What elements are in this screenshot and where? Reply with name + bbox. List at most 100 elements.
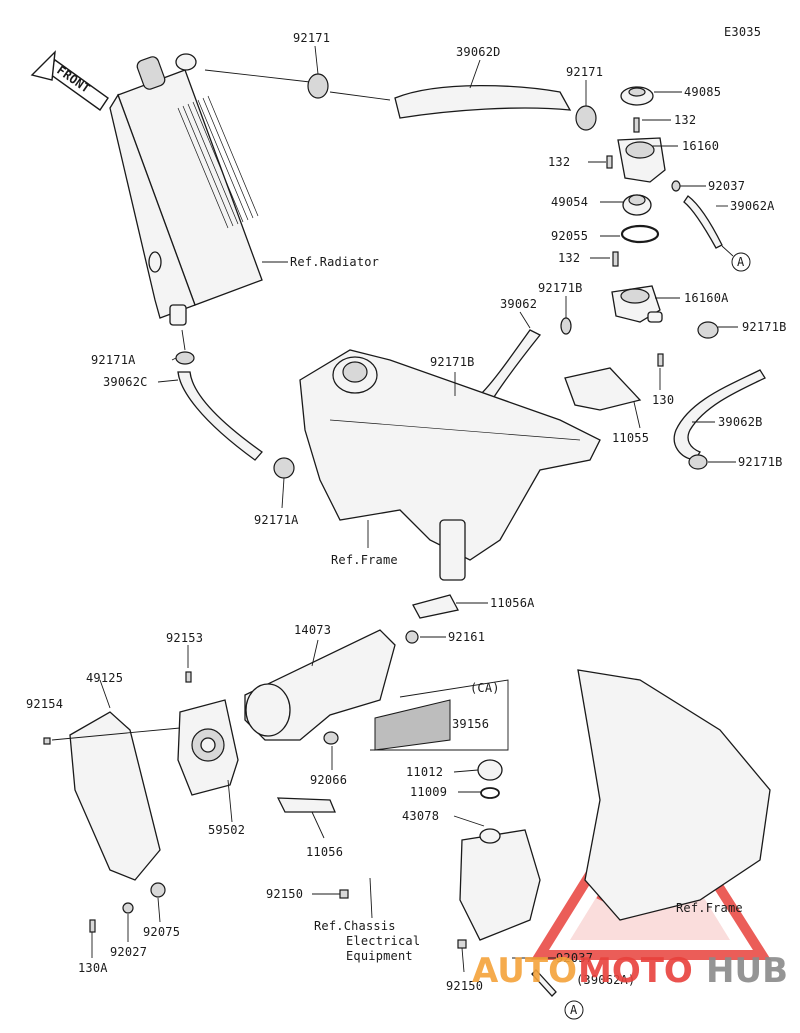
callout-a-top xyxy=(731,252,751,272)
label-39062A: 39062A xyxy=(730,199,775,213)
label-92075: 92075 xyxy=(143,925,180,939)
clamp-92171-right xyxy=(575,105,597,131)
label-11012: 11012 xyxy=(406,765,443,779)
label-49085: 49085 xyxy=(684,85,721,99)
label-ref-frame-b: Ref.Frame xyxy=(676,901,743,915)
bracket-11056 xyxy=(276,797,336,813)
washer-92027 xyxy=(122,902,134,914)
watermark-moto: MOTO xyxy=(578,951,693,991)
label-92066: 92066 xyxy=(310,773,347,787)
label-ref-frame-a: Ref.Frame xyxy=(331,553,398,567)
label-59502: 59502 xyxy=(208,823,245,837)
bolt-130 xyxy=(657,353,664,367)
clamp-92171A-b xyxy=(273,457,295,479)
label-39062C: 39062C xyxy=(103,375,148,389)
label-39062D: 39062D xyxy=(456,45,501,59)
label-92171A-b: 92171A xyxy=(254,513,299,527)
label-92037-b: 92037 xyxy=(556,951,593,965)
label-132-b: 132 xyxy=(548,155,570,169)
label-11056A: 11056A xyxy=(490,596,535,610)
hose-39062A xyxy=(683,195,723,249)
clamp-92171B-a xyxy=(560,317,572,335)
clamp-92171B-d xyxy=(688,454,708,470)
label-39062: 39062 xyxy=(500,297,537,311)
radiator xyxy=(109,53,263,326)
label-14073: 14073 xyxy=(294,623,331,637)
thermostat-housing-lower xyxy=(611,251,663,323)
watermark-auto: AUTO xyxy=(472,951,577,991)
thermostat-housing xyxy=(606,117,681,192)
grommet-92161 xyxy=(405,630,419,644)
label-92171B-d: 92171B xyxy=(738,455,783,469)
label-11009: 11009 xyxy=(410,785,447,799)
label-92171-right: 92171 xyxy=(566,65,603,79)
reservoir-cap-11012 xyxy=(477,759,503,781)
clamp-92171B-c xyxy=(697,321,719,339)
label-11056: 11056 xyxy=(306,845,343,859)
label-132-c: 132 xyxy=(558,251,580,265)
front-arrow: FRONT xyxy=(30,50,109,111)
label-130A: 130A xyxy=(78,961,108,975)
watermark-hub: HUB xyxy=(706,951,788,991)
radiator-cap xyxy=(620,86,654,106)
label-39156: 39156 xyxy=(452,717,489,731)
clamp-92171A-a xyxy=(175,351,195,365)
reservoir-43078 xyxy=(459,828,541,941)
callout-a-bottom xyxy=(564,1000,584,1020)
label-92037: 92037 xyxy=(708,179,745,193)
label-11055: 11055 xyxy=(612,431,649,445)
label-132-a: 132 xyxy=(674,113,696,127)
label-92150-b: 92150 xyxy=(446,979,483,993)
watermark-text: AUTO MOTO HUB xyxy=(472,951,788,991)
fan-housing-59502 xyxy=(177,699,239,796)
label-92171A-a: 92171A xyxy=(91,353,136,367)
label-ref-radiator: Ref.Radiator xyxy=(290,255,379,269)
hose-39062A-lower xyxy=(531,969,557,997)
ca-label-box xyxy=(370,679,509,751)
bolt-92150-a xyxy=(339,889,349,899)
thermostat xyxy=(622,194,652,216)
label-92153: 92153 xyxy=(166,631,203,645)
label-39062A-b: (39062A) xyxy=(576,973,635,987)
gasket-11009 xyxy=(480,787,500,799)
label-92171B-b: 92171B xyxy=(430,355,475,369)
label-16160A: 16160A xyxy=(684,291,729,305)
label-ca: (CA) xyxy=(470,681,500,695)
label-92027: 92027 xyxy=(110,945,147,959)
label-92161: 92161 xyxy=(448,630,485,644)
bracket-11055 xyxy=(564,367,642,411)
callout-a-top-label: A xyxy=(737,255,745,269)
label-39156 xyxy=(374,699,451,751)
grommet-92066 xyxy=(323,731,339,745)
bracket-11056A xyxy=(412,594,459,619)
leader-lines xyxy=(51,45,738,973)
clamp-92171-top xyxy=(307,73,329,99)
label-16160: 16160 xyxy=(682,139,719,153)
part-labels: 92171 39062D 92171 49085 132 132 16160 9… xyxy=(26,31,787,993)
hose-39062D xyxy=(204,69,572,119)
label-92171-top: 92171 xyxy=(293,31,330,45)
label-39062B: 39062B xyxy=(718,415,763,429)
label-ref-chassis-3: Equipment xyxy=(346,949,413,963)
bolt-92154 xyxy=(43,737,51,745)
label-92154: 92154 xyxy=(26,697,63,711)
o-ring xyxy=(620,224,660,244)
label-92171B-a: 92171B xyxy=(538,281,583,295)
label-ref-chassis-1: Ref.Chassis xyxy=(314,919,396,933)
label-43078: 43078 xyxy=(402,809,439,823)
callout-a-bottom-label: A xyxy=(570,1003,578,1017)
bolt-92150-b xyxy=(457,939,467,949)
label-ref-chassis-2: Electrical xyxy=(346,934,420,948)
bolt-130A xyxy=(89,919,96,933)
hose-39062C xyxy=(177,371,263,461)
label-92171B-c: 92171B xyxy=(742,320,787,334)
label-49054: 49054 xyxy=(551,195,588,209)
frame-top xyxy=(299,349,601,581)
bolt-92153 xyxy=(185,671,192,683)
shroud-49125 xyxy=(69,711,161,881)
frame-bottom xyxy=(577,669,771,921)
label-92055: 92055 xyxy=(551,229,588,243)
grommet-92075 xyxy=(150,882,166,898)
diagram-code: E3035 xyxy=(724,25,761,39)
